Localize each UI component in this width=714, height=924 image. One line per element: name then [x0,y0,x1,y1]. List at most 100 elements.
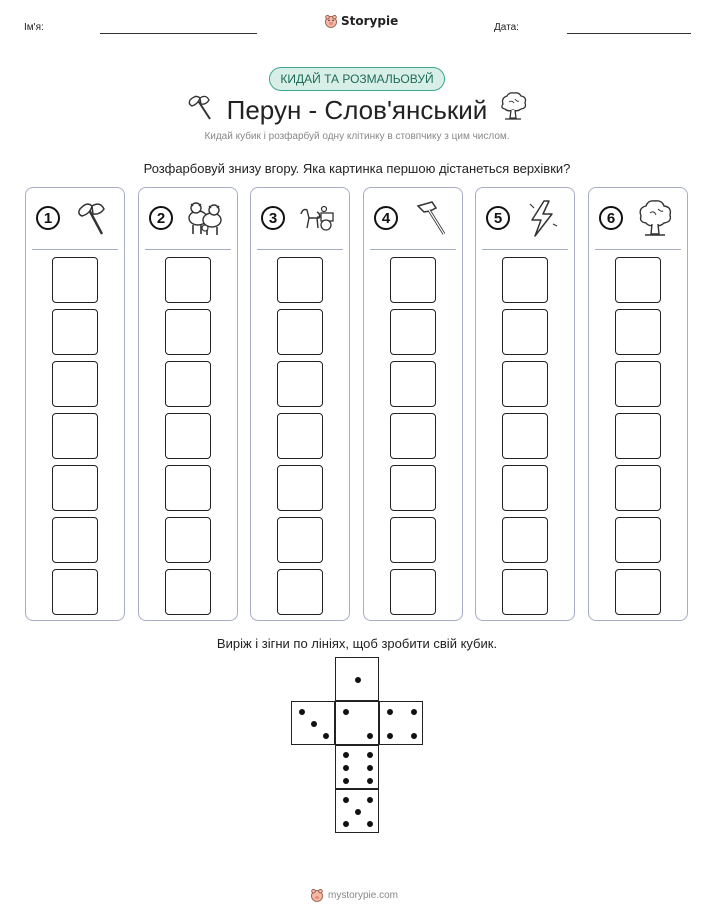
die-pip [386,733,393,740]
name-line[interactable] [100,33,257,34]
die-pip [342,751,349,758]
dice-column-3: 3 [250,187,350,621]
color-cell[interactable] [52,569,98,615]
die-pip [367,821,374,828]
color-cell[interactable] [277,257,323,303]
footer: mystorypie.com [310,888,398,902]
pig-mascot-icon [311,889,323,902]
die-face [291,701,335,745]
color-cell[interactable] [615,569,661,615]
color-cell[interactable] [615,413,661,459]
color-cell[interactable] [615,257,661,303]
column-number: 5 [486,206,510,230]
date-line[interactable] [567,33,691,34]
dice-column-6: 6 [588,187,688,621]
color-cell[interactable] [277,361,323,407]
color-cell[interactable] [615,517,661,563]
color-cell[interactable] [52,413,98,459]
die-pip [342,765,349,771]
pig-mascot-icon [325,15,337,28]
horse-cart-icon [300,205,334,231]
color-cell[interactable] [277,569,323,615]
axe-icon [78,203,105,235]
dice-column-2: 2 [138,187,238,621]
die-pip [342,796,349,803]
cube-instruction: Виріж і зігни по лініях, щоб зробити сві… [216,636,498,651]
die-pip [367,733,374,740]
dice-column-4: 4 [363,187,463,621]
color-cell[interactable] [390,517,436,563]
brand-logo: Storypie [324,14,398,28]
die-pip [342,708,349,715]
color-cell[interactable] [390,257,436,303]
column-number: 6 [599,206,623,230]
die-face [335,745,379,789]
color-cell[interactable] [52,517,98,563]
color-cell[interactable] [390,569,436,615]
name-label: Ім'я: [24,22,44,33]
page-title: Перун - Слов'янський [226,95,488,125]
column-divider [145,249,231,250]
color-cell[interactable] [502,309,548,355]
column-divider [595,249,681,250]
color-cell[interactable] [165,361,211,407]
instruction: Розфарбовуй знизу вгору. Яка картинка пе… [143,161,571,176]
footer-url[interactable]: mystorypie.com [328,889,399,901]
color-cell[interactable] [390,413,436,459]
die-pip [355,809,361,815]
color-cell[interactable] [52,361,98,407]
die-pip [411,733,418,740]
color-cell[interactable] [52,465,98,511]
color-cell[interactable] [502,465,548,511]
color-cell[interactable] [615,465,661,511]
color-cell[interactable] [277,517,323,563]
die-pip [342,778,349,785]
color-cell[interactable] [502,257,548,303]
die-pip [367,778,374,785]
color-cell[interactable] [390,465,436,511]
color-cell[interactable] [502,413,548,459]
dice-column-1: 1 [25,187,125,621]
activity-badge: КИДАЙ ТА РОЗМАЛЬОВУЙ [269,67,445,91]
oak-tree-icon [639,200,672,236]
color-cell[interactable] [390,309,436,355]
die-face [335,701,379,745]
color-cell[interactable] [277,309,323,355]
color-cell[interactable] [615,361,661,407]
color-cell[interactable] [165,257,211,303]
color-cell[interactable] [52,309,98,355]
column-divider [482,249,568,250]
color-cell[interactable] [390,361,436,407]
color-cell[interactable] [502,517,548,563]
die-face [379,701,423,745]
color-cell[interactable] [277,465,323,511]
die-pip [298,708,305,715]
die-pip [411,708,418,715]
die-pip [367,751,374,758]
die-pip [386,708,393,715]
column-number: 3 [261,206,285,230]
column-number: 4 [374,206,398,230]
color-cell[interactable] [165,413,211,459]
color-cell[interactable] [277,413,323,459]
color-cell[interactable] [165,517,211,563]
column-number: 2 [149,206,173,230]
subtitle: Кидай кубик і розфарбуй одну клітинку в … [204,131,510,142]
column-divider [370,249,456,250]
color-cell[interactable] [52,257,98,303]
color-cell[interactable] [165,309,211,355]
color-cell[interactable] [502,361,548,407]
die-face [335,657,379,701]
brand-name: Storypie [341,14,399,28]
oak-tree-icon [501,92,527,120]
die-pip [367,796,374,803]
color-cell[interactable] [502,569,548,615]
color-cell[interactable] [165,465,211,511]
dice-column-5: 5 [475,187,575,621]
column-number: 1 [36,206,60,230]
color-cell[interactable] [615,309,661,355]
lightning-icon [529,200,558,237]
color-cell[interactable] [165,569,211,615]
column-divider [32,249,118,250]
cattle-icon [188,202,222,235]
